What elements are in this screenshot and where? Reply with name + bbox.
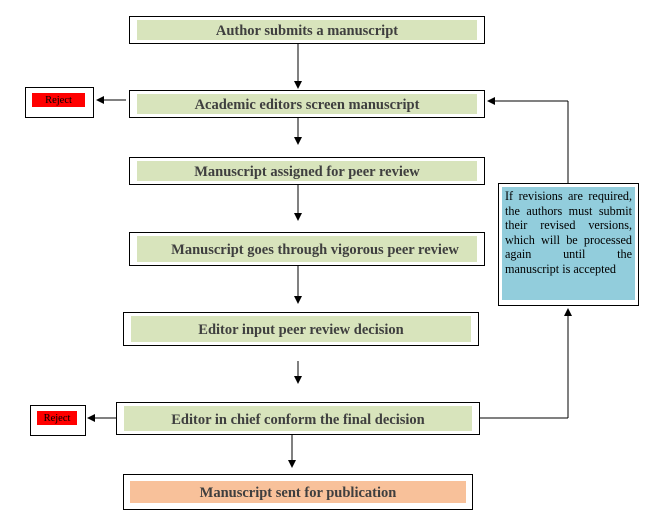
step-box-submit: Author submits a manuscript [129,16,485,44]
reject-label-final: Reject [37,411,77,425]
step-label-assigned: Manuscript assigned for peer review [137,161,477,181]
step-label-publication: Manuscript sent for publication [130,481,466,503]
step-box-editor-input: Editor input peer review decision [123,312,479,346]
step-label-submit: Author submits a manuscript [137,20,477,40]
revision-note-line: manuscript is accepted [505,261,616,276]
reject-label-screen: Reject [32,93,85,107]
revision-note-text: If revisions are required, the authors m… [502,187,635,300]
revision-note-line: the authors must submit [505,203,632,218]
step-label-peer-review: Manuscript goes through vigorous peer re… [137,236,477,262]
step-box-publication: Manuscript sent for publication [123,474,473,510]
revision-note-line: again until the [505,247,632,262]
revision-note-line: which will be processed [505,232,632,247]
step-label-screen: Academic editors screen manuscript [137,94,477,114]
step-box-assigned: Manuscript assigned for peer review [129,157,485,185]
step-box-final-decision: Editor in chief conform the final decisi… [116,402,480,435]
step-box-screen: Academic editors screen manuscript [129,90,485,118]
reject-box-screen: Reject [25,87,94,118]
step-label-editor-input: Editor input peer review decision [131,316,471,342]
revision-note-line: If revisions are required, [505,189,632,203]
revision-note-line: their revised versions, [505,218,632,233]
revision-note-box: If revisions are required, the authors m… [498,183,639,306]
step-box-peer-review: Manuscript goes through vigorous peer re… [129,232,485,266]
reject-box-final: Reject [30,405,86,436]
step-label-final-decision: Editor in chief conform the final decisi… [124,406,472,431]
